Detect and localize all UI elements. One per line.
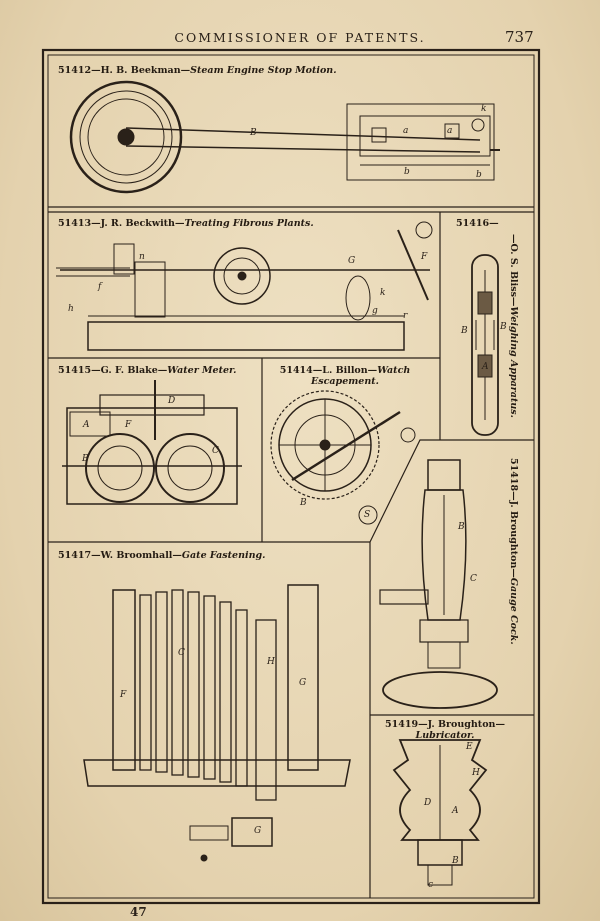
fig-51418-number: 51418: [508, 458, 519, 492]
fig-51415-number: 51415: [58, 365, 92, 376]
fig-51413-inventor: —J. R. Beckwith—: [91, 218, 185, 229]
fig-51415-label: B: [82, 454, 89, 464]
fig-51418-label: B: [458, 522, 465, 532]
fig-51415-label: C: [212, 446, 219, 456]
fig-51416-drawing: [471, 254, 499, 436]
fig-51415-label: D: [168, 396, 176, 406]
fig-51419-label: H: [472, 768, 480, 778]
fig-51412-label: b: [404, 167, 410, 177]
fig-51412-label: a: [403, 126, 409, 136]
fig-51415-caption: 51415—G. F. Blake—Water Meter.: [58, 365, 236, 376]
fig-51419-number: 51419: [385, 719, 419, 730]
fig-51413-label: r: [403, 311, 408, 321]
fig-51413-number: 51413: [58, 218, 92, 229]
fig-51412-number: 51412: [58, 65, 92, 76]
fig-51412-label: k: [481, 104, 487, 114]
fig-51412-label: a: [447, 126, 453, 136]
fig-51416-caption: —O. S. Bliss—Weighing Apparatus.: [508, 234, 519, 418]
fig-51414-number: 51414: [279, 365, 313, 376]
fig-51417-inventor: —W. Broomhall—: [91, 550, 182, 561]
fig-51419-title: Lubricator.: [415, 730, 475, 741]
fig-51416-label: B: [461, 326, 468, 336]
fig-51415-drawing: [62, 380, 242, 505]
plate-inner-border: [47, 54, 535, 899]
fig-51417-label: H: [267, 657, 275, 667]
fig-51413-label: h: [68, 304, 74, 314]
fig-51419-label: B: [452, 856, 459, 866]
signature-mark: 47: [130, 905, 147, 919]
fig-51417-label: G: [254, 826, 262, 836]
fig-51413-label: F: [421, 252, 428, 262]
fig-51415-title: Water Meter.: [167, 365, 237, 376]
fig-51412-title: Steam Engine Stop Motion.: [190, 65, 337, 76]
fig-51419-label: A: [452, 806, 459, 816]
running-header: COMMISSIONER OF PATENTS.: [174, 30, 426, 45]
fig-51415-inventor: —G. F. Blake—: [91, 365, 168, 376]
fig-51413-caption: 51413—J. R. Beckwith—Treating Fibrous Pl…: [58, 218, 314, 229]
fig-51413-label: G: [348, 256, 356, 266]
fig-51412-drawing: [69, 80, 500, 194]
fig-51414-caption: 51414—L. Billon—Watch Escapement.: [275, 365, 415, 387]
fig-51414-label: S: [364, 510, 371, 520]
fig-51416-inventor: —O. S. Bliss—: [508, 234, 519, 307]
fig-51413-label: n: [139, 252, 145, 262]
fig-51418-label: C: [470, 574, 477, 584]
page-number: 737: [505, 28, 534, 46]
fig-51412-inventor: —H. B. Beekman—: [91, 65, 191, 76]
fig-51417-number: 51417: [58, 550, 92, 561]
fig-51418-title: Gauge Cock.: [508, 577, 519, 645]
fig-51413-label: k: [380, 288, 386, 298]
fig-51412-label: B: [250, 128, 257, 138]
fig-51418-inventor: —J. Broughton—: [508, 491, 519, 578]
fig-51417-caption: 51417—W. Broomhall—Gate Fastening.: [58, 550, 265, 561]
fig-51414-inventor: —L. Billon—: [312, 365, 378, 376]
fig-51419-label: E: [466, 742, 473, 752]
fig-51414-label: B: [300, 498, 307, 508]
plate-outer-border: [41, 48, 541, 905]
fig-51417-label: F: [120, 690, 127, 700]
fig-51416-label: B: [500, 322, 507, 332]
fig-51412-label: b: [476, 170, 482, 180]
fig-51412-caption: 51412—H. B. Beekman—Steam Engine Stop Mo…: [58, 65, 337, 76]
fig-51413-drawing: [56, 221, 433, 351]
fig-51415-label: A: [83, 420, 90, 430]
fig-51419-label: c: [428, 880, 434, 890]
fig-51418-drawing: [379, 459, 498, 709]
fig-51419-caption: 51419—J. Broughton—Lubricator.: [380, 719, 510, 741]
fig-51415-label: F: [125, 420, 132, 430]
fig-51416-number: 51416: [456, 218, 490, 229]
fig-51419-label: D: [424, 798, 432, 808]
fig-51417-label: C: [178, 648, 185, 658]
fig-51419-inventor: —J. Broughton—: [418, 719, 505, 730]
fig-51416-title: Weighing Apparatus.: [508, 306, 519, 418]
fig-51413-title: Treating Fibrous Plants.: [184, 218, 314, 229]
fig-51417-label: G: [299, 678, 307, 688]
fig-51417-drawing: [83, 584, 351, 862]
panel-dividers: [48, 206, 534, 898]
fig-51414-drawing: [270, 390, 416, 525]
fig-51416-label: A: [482, 362, 489, 372]
fig-51414-title: Watch Escapement.: [311, 365, 411, 387]
fig-51417-title: Gate Fastening.: [181, 550, 266, 561]
fig-51416-number-caption: 51416—: [456, 218, 499, 229]
fig-51413-label: g: [372, 306, 378, 316]
fig-51419-drawing: [392, 739, 488, 886]
fig-51413-label: f: [98, 282, 102, 292]
fig-51418-caption: 51418—J. Broughton—Gauge Cock.: [508, 458, 519, 645]
